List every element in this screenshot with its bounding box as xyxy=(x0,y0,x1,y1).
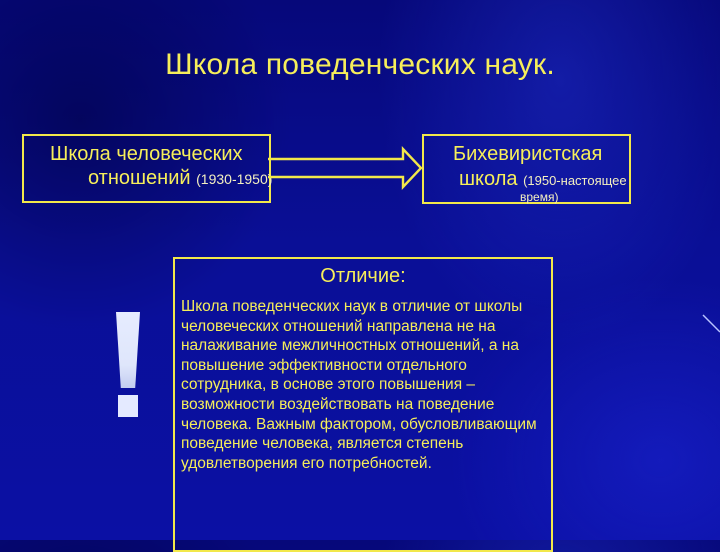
difference-heading: Отличие: xyxy=(320,265,406,287)
human-relations-school-box: Школа человеческих отношений (1930-1950) xyxy=(22,134,272,203)
right-box-line2: школа (1950-настоящее xyxy=(459,168,627,191)
right-box-years: (1950-настоящее xyxy=(523,173,627,188)
difference-body: Школа поведенческих наук в отличие от шк… xyxy=(181,298,537,472)
decorative-line-icon xyxy=(702,314,720,333)
left-box-line1: Школа человеческих xyxy=(50,143,243,165)
right-box-line1: Бихевиристская xyxy=(453,143,603,165)
left-box-line2-text: отношений xyxy=(88,167,191,189)
difference-box: Отличие: Школа поведенческих наук в отли… xyxy=(173,257,553,552)
left-box-years: (1930-1950) xyxy=(196,171,273,187)
slide-title: Школа поведенческих наук. xyxy=(165,48,555,81)
right-box-years-cont: время) xyxy=(520,190,559,204)
left-box-line2: отношений (1930-1950) xyxy=(88,167,272,190)
exclamation-dot xyxy=(118,395,138,417)
exclamation-bar xyxy=(116,312,140,388)
block-arrow-right-icon xyxy=(268,146,423,191)
right-box-line2-text: школа xyxy=(459,168,518,190)
behaviorist-school-box: Бихевиристская школа (1950-настоящее вре… xyxy=(422,134,631,204)
exclamation-icon xyxy=(116,312,140,418)
